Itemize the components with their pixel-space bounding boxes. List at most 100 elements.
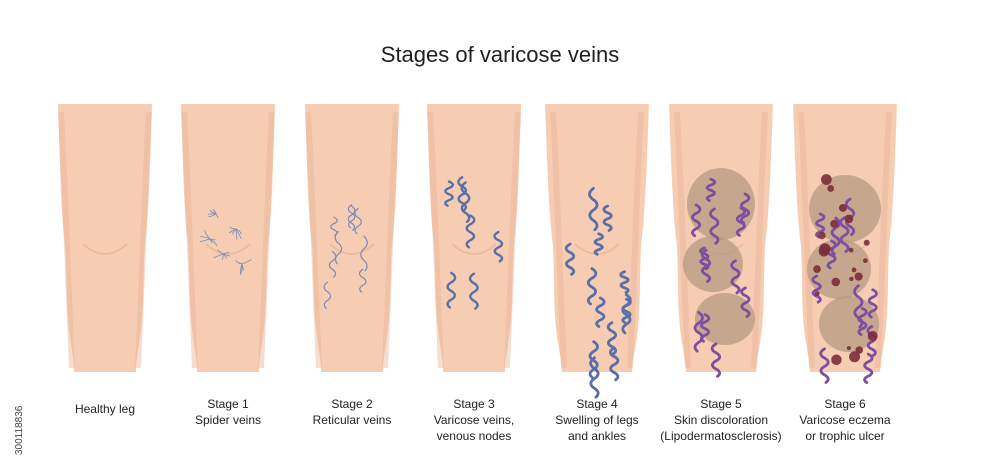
varicose-vein bbox=[564, 242, 576, 276]
varicose-vein bbox=[735, 206, 747, 237]
varicose-vein bbox=[589, 356, 600, 399]
varicose-vein bbox=[730, 259, 741, 295]
ulcer-spot bbox=[814, 291, 820, 297]
reticular-vein bbox=[360, 235, 368, 272]
reticular-vein bbox=[330, 216, 338, 236]
varicose-vein bbox=[588, 340, 599, 379]
knee-crease bbox=[205, 243, 251, 255]
varicose-vein bbox=[621, 297, 632, 324]
varicose-vein bbox=[826, 239, 837, 270]
stage-5-line2: Skin discoloration bbox=[673, 413, 769, 427]
leg-1 bbox=[181, 104, 275, 372]
varicose-vein bbox=[468, 272, 479, 310]
varicose-vein bbox=[811, 274, 822, 304]
varicose-vein bbox=[460, 181, 471, 224]
varicose-vein bbox=[691, 203, 702, 238]
diagram-title: Stages of varicose veins bbox=[380, 42, 620, 67]
leg-5 bbox=[669, 104, 773, 378]
stage-4-line3: and ankles bbox=[567, 429, 627, 443]
ulcer-spot bbox=[813, 265, 821, 273]
varicose-vein bbox=[444, 180, 455, 207]
varicose-vein bbox=[465, 214, 476, 249]
varicose-vein bbox=[693, 311, 704, 353]
reticular-vein bbox=[358, 268, 367, 293]
stage-1-line1: Stage 1 bbox=[207, 397, 249, 411]
varicose-vein bbox=[446, 271, 457, 309]
knee-crease bbox=[329, 243, 375, 255]
varicose-vein bbox=[863, 352, 874, 384]
stage-label-2: Stage 2 Reticular veins bbox=[277, 396, 427, 428]
ulcer-spot bbox=[851, 267, 857, 273]
varicose-vein bbox=[819, 347, 830, 384]
varicose-vein bbox=[588, 186, 599, 232]
ulcer-spot bbox=[848, 247, 854, 253]
varicose-vein bbox=[705, 177, 717, 202]
varicose-vein bbox=[709, 207, 720, 245]
varicose-vein bbox=[866, 325, 877, 357]
stock-id: 300118836 bbox=[2, 355, 25, 455]
ulcer-spot bbox=[846, 345, 852, 351]
reticular-vein bbox=[347, 205, 356, 232]
ulcer-spot bbox=[838, 204, 847, 212]
varicose-vein bbox=[586, 267, 598, 306]
stage-2-line1: Stage 2 bbox=[331, 397, 373, 411]
ulcer-spot bbox=[849, 351, 861, 363]
stage-5-line1: Stage 5 bbox=[700, 397, 742, 411]
leg-shape bbox=[305, 104, 399, 372]
stage-6-line1: Stage 6 bbox=[824, 397, 866, 411]
varicose-vein bbox=[606, 321, 618, 356]
stage-4-line1: Stage 4 bbox=[576, 397, 618, 411]
stage-2-line2: Reticular veins bbox=[312, 413, 392, 427]
varicose-vein bbox=[602, 204, 613, 232]
ulcer-spot bbox=[831, 354, 842, 366]
stage-3-line3: venous nodes bbox=[436, 429, 512, 443]
stage-1-line2: Spider veins bbox=[194, 413, 262, 427]
stage-3-line1: Stage 3 bbox=[453, 397, 495, 411]
leg-3 bbox=[427, 104, 521, 372]
varicose-vein bbox=[815, 212, 826, 239]
ulcer-spot bbox=[820, 174, 832, 185]
reticular-vein bbox=[347, 204, 356, 229]
varicose-vein bbox=[457, 176, 468, 212]
reticular-vein bbox=[354, 207, 362, 235]
stage-3-line2: Varicose veins, bbox=[433, 413, 515, 427]
varicose-vein bbox=[857, 307, 868, 336]
varicose-vein bbox=[595, 296, 606, 328]
varicose-vein bbox=[710, 342, 722, 378]
stock-id-text: 300118836 bbox=[14, 405, 25, 455]
stage-label-0: Healthy leg bbox=[30, 401, 180, 417]
ulcer-spot bbox=[863, 258, 868, 263]
stage-label-1: Stage 1 Spider veins bbox=[153, 396, 303, 428]
ulcer-spot bbox=[863, 239, 870, 246]
stage-label-3: Stage 3 Varicose veins, venous nodes bbox=[399, 396, 549, 444]
varicose-vein bbox=[593, 232, 604, 256]
leg-2 bbox=[305, 104, 399, 372]
varicose-vein bbox=[493, 230, 504, 263]
reticular-vein bbox=[323, 281, 332, 309]
knee-crease bbox=[82, 243, 128, 255]
ulcer-spot bbox=[818, 231, 826, 240]
stage-4-line2: Swelling of legs bbox=[555, 413, 639, 427]
leg-0 bbox=[58, 104, 152, 372]
varicose-vein bbox=[739, 192, 751, 225]
leg-6 bbox=[793, 104, 897, 384]
varicose-vein bbox=[699, 246, 710, 271]
leg-shape bbox=[58, 104, 152, 372]
stage-0-line1: Healthy leg bbox=[74, 402, 136, 416]
varicose-vein bbox=[867, 288, 878, 319]
ulcer-spot bbox=[854, 272, 863, 281]
knee-crease bbox=[451, 243, 497, 255]
leg-4 bbox=[545, 104, 649, 399]
ulcer-spot bbox=[855, 346, 864, 354]
leg-shape bbox=[545, 104, 649, 372]
varicose-vein bbox=[608, 346, 620, 382]
stage-6-line2: Varicose eczema bbox=[799, 413, 891, 427]
ulcer-spot bbox=[849, 276, 854, 282]
leg-shape bbox=[181, 104, 275, 372]
ulcer-spot bbox=[819, 243, 831, 255]
ulcer-spot bbox=[827, 185, 835, 192]
ulcer-spot bbox=[830, 219, 839, 228]
varicose-vein bbox=[839, 216, 850, 253]
